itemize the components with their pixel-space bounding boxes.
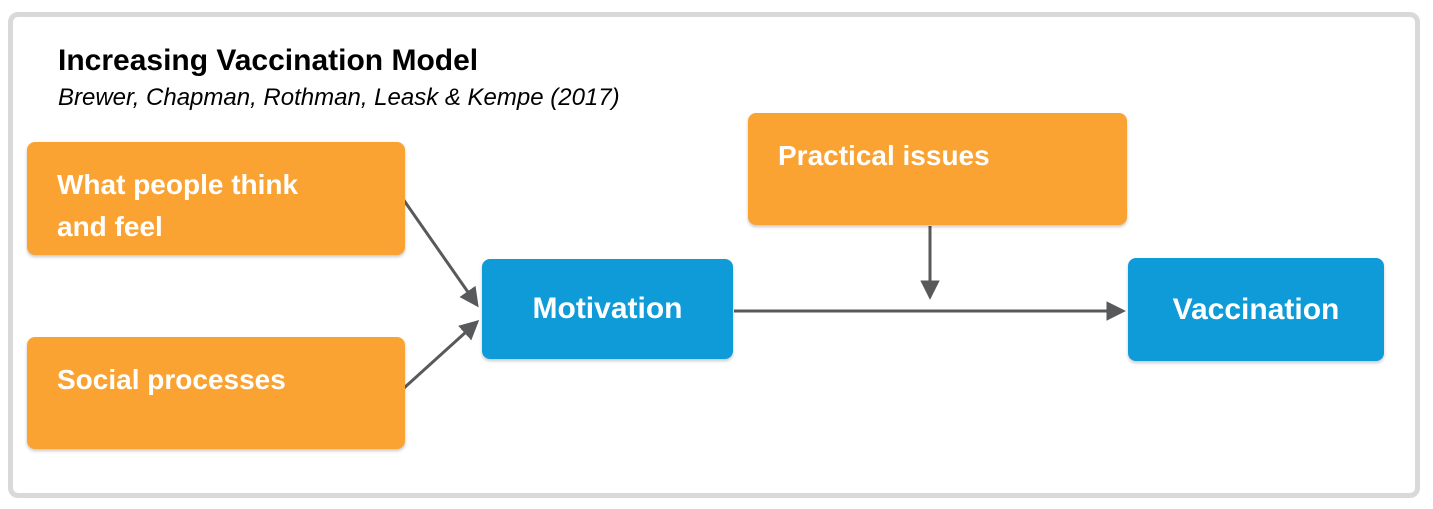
frame-border xyxy=(8,12,1420,498)
diagram-title: Increasing Vaccination Model xyxy=(58,44,479,77)
node-motivation: Motivation xyxy=(482,259,733,359)
diagram-subtitle-citation: Brewer, Chapman, Rothman, Leask & Kempe … xyxy=(58,84,620,111)
node-practical-issues: Practical issues xyxy=(748,113,1127,225)
node-what-people-think-and-feel: What people think and feel xyxy=(27,142,405,255)
node-vaccination: Vaccination xyxy=(1128,258,1384,361)
node-social-processes: Social processes xyxy=(27,337,405,449)
